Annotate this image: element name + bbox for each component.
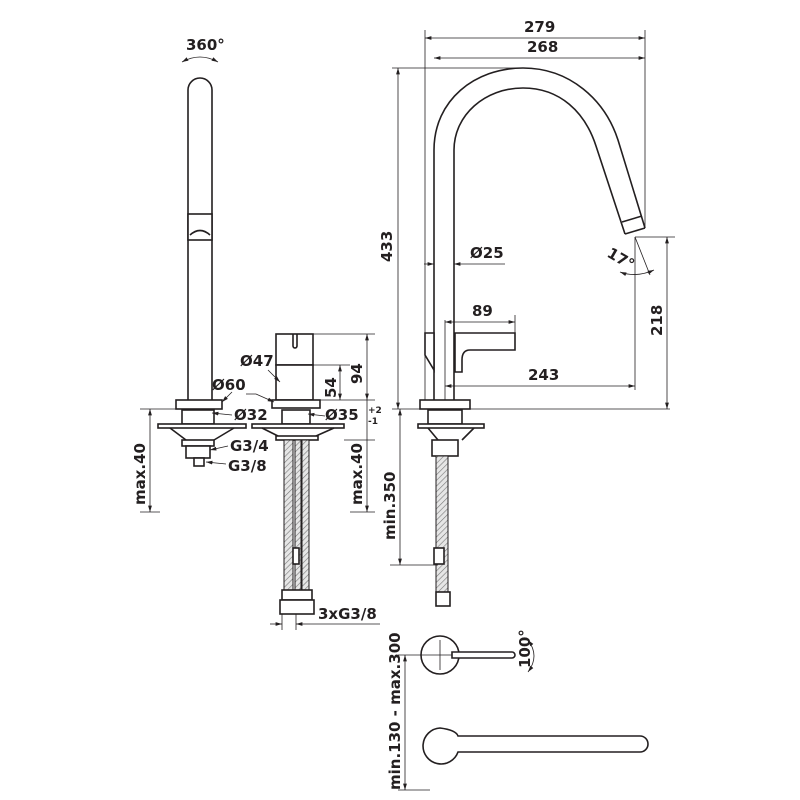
- label-angle17: 17°: [604, 244, 638, 274]
- label-dia60: Ø60: [212, 376, 246, 394]
- side-view-handle: 54 94 max.40 Ø47 Ø35 +2 -1 3xG3/8: [240, 333, 382, 630]
- side-view-spout: 360° max.40 Ø60 Ø32 G3/4 G3/8: [131, 36, 269, 513]
- label-w279: 279: [524, 18, 555, 36]
- label-spacing: min.130 - max.300: [386, 632, 404, 790]
- label-h94: 94: [348, 363, 366, 384]
- label-dia32: Ø32: [234, 406, 268, 424]
- label-l89: 89: [472, 302, 493, 320]
- label-w268: 268: [527, 38, 558, 56]
- front-view: 279 268 433 Ø25 89 243 17° 218 min.350: [378, 18, 675, 607]
- top-view: 100° min.130 - max.300: [386, 629, 649, 791]
- label-rotation: 360°: [186, 36, 225, 54]
- label-max40-left: max.40: [131, 443, 149, 505]
- label-tol-plus: +2: [368, 406, 382, 416]
- label-l243: 243: [528, 366, 559, 384]
- label-g38: G3/8: [228, 457, 267, 475]
- label-g34: G3/4: [230, 437, 269, 455]
- label-h433: 433: [378, 231, 396, 262]
- label-h218: 218: [648, 305, 666, 336]
- label-max40-right: max.40: [348, 443, 366, 505]
- label-angle100: 100°: [516, 629, 534, 668]
- label-dia47: Ø47: [240, 352, 274, 370]
- label-dia35: Ø35: [325, 406, 359, 424]
- label-dia25: Ø25: [470, 244, 504, 262]
- label-h54: 54: [322, 377, 340, 398]
- label-tol-minus: -1: [368, 417, 378, 427]
- label-hoses: 3xG3/8: [318, 605, 377, 623]
- label-min350: min.350: [381, 472, 399, 540]
